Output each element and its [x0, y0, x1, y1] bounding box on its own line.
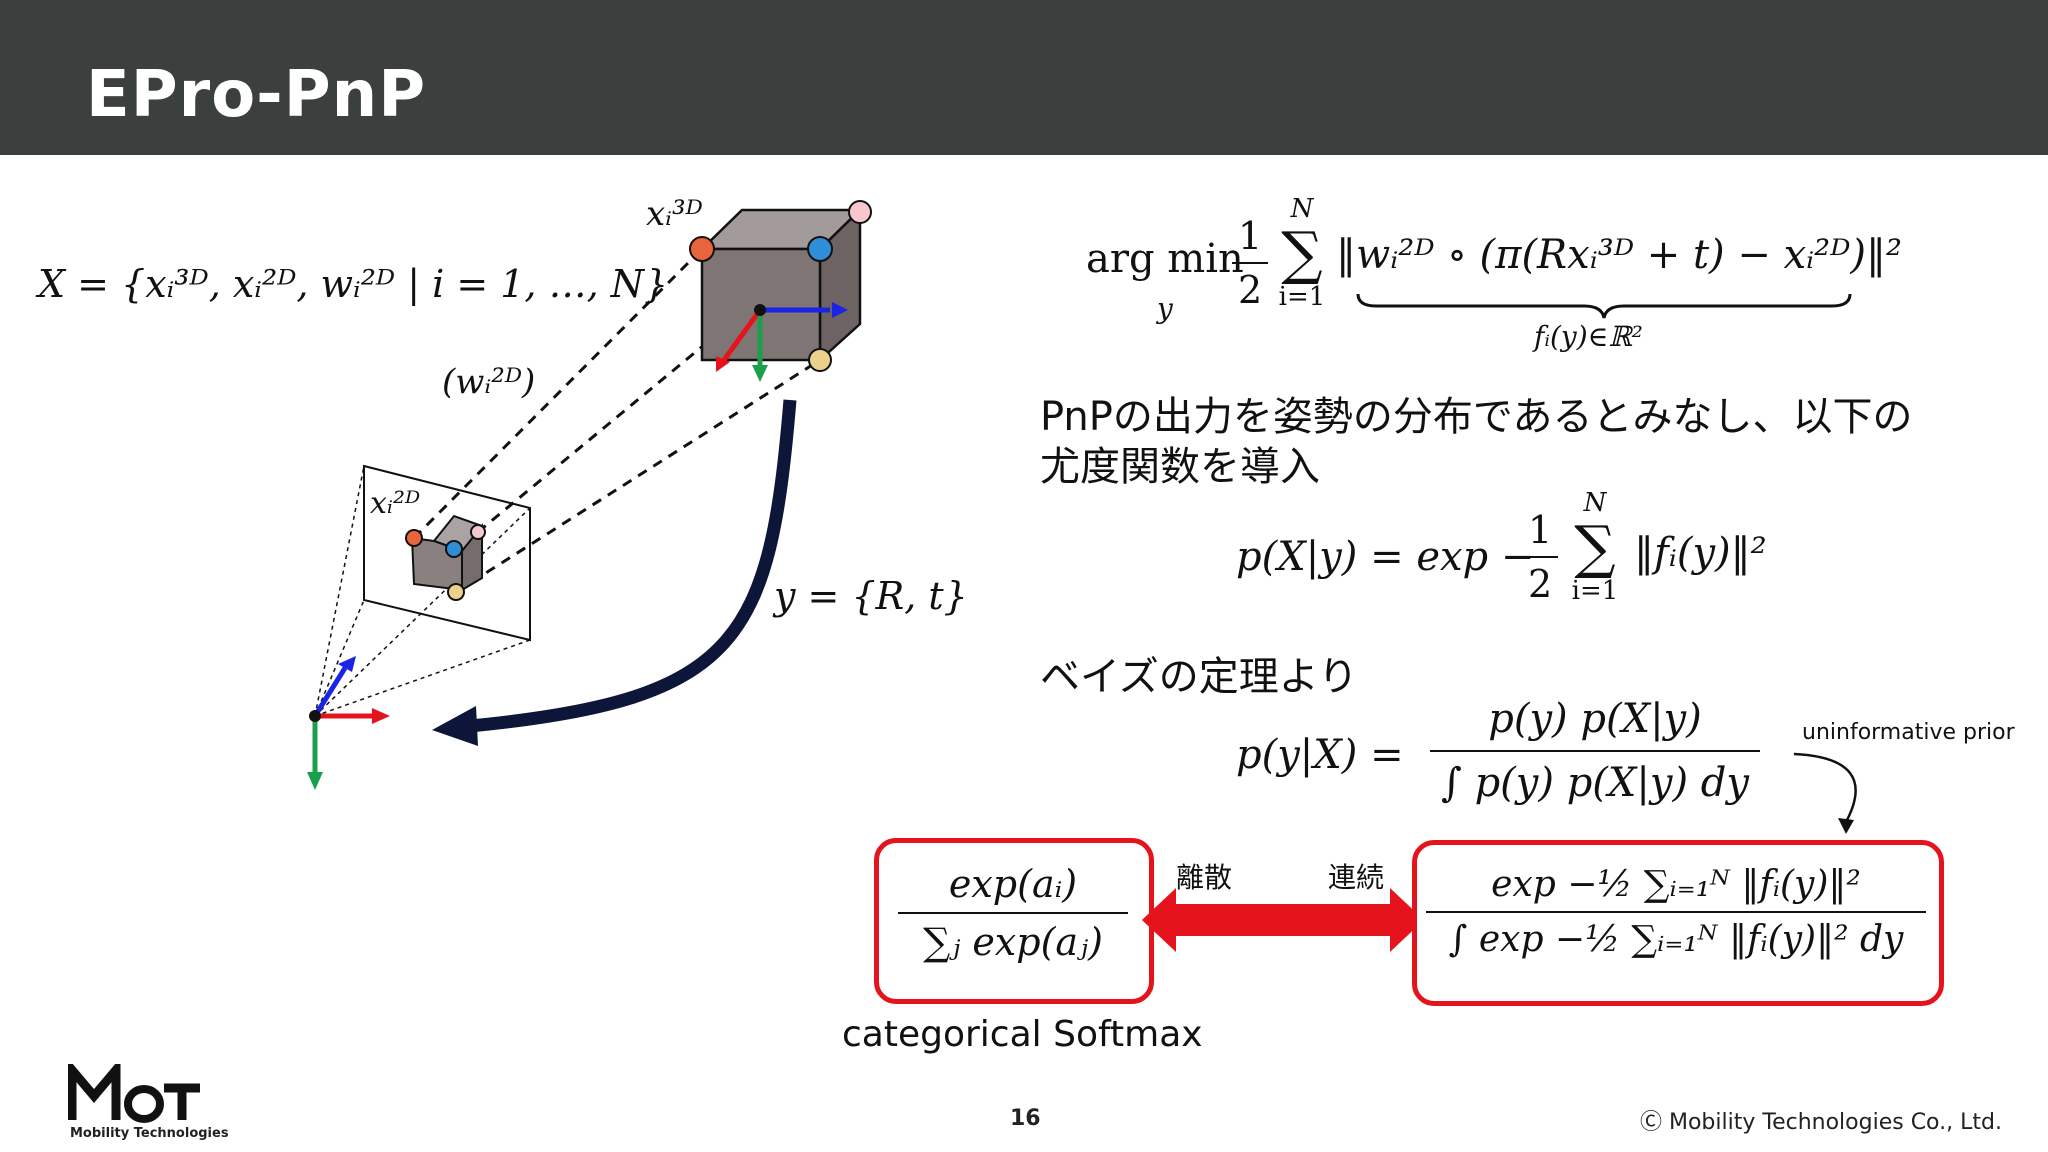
continuous-numerator: exp −½ ∑ᵢ₌₁ᴺ ‖fᵢ(y)‖² — [1426, 864, 1926, 913]
pnp-description-line1: PnPの出力を姿勢の分布であるとみなし、以下の — [1040, 394, 1913, 440]
bayes-intro: ベイズの定理より — [1040, 654, 1358, 700]
objective-norm: ‖wᵢ²ᴰ ∘ (π(Rxᵢ³ᴰ + t) − xᵢ²ᴰ)‖² — [1336, 232, 1903, 278]
pnp-description-line2: 尤度関数を導入 — [1040, 444, 1320, 490]
camera-axes — [307, 656, 390, 790]
softmax-denominator: ∑ⱼ exp(aⱼ) — [923, 920, 1103, 964]
continuous-box — [1412, 840, 1944, 1006]
sum-top: N — [1290, 194, 1314, 224]
softmax-box — [874, 838, 1154, 1004]
title-bar — [0, 0, 2048, 155]
w2d-label: (wᵢ²ᴰ) — [442, 362, 536, 402]
bayes-numerator: p(y) p(X|y) — [1430, 696, 1760, 752]
likelihood-rhs: ‖fᵢ(y)‖² — [1634, 530, 1767, 576]
objective-sum: N ∑ i=1 — [1270, 194, 1334, 312]
lik-sum-sign: ∑ — [1574, 513, 1616, 581]
uninformative-prior-label: uninformative prior — [1802, 720, 2015, 745]
softmax-caption: categorical Softmax — [842, 1014, 1203, 1055]
argmin-text: arg min — [1086, 236, 1244, 282]
lik-sum-top: N — [1583, 488, 1607, 518]
continuous-fraction: exp −½ ∑ᵢ₌₁ᴺ ‖fᵢ(y)‖² ∫ exp −½ ∑ᵢ₌₁ᴺ ‖fᵢ… — [1426, 864, 1926, 960]
slide-title: EPro-PnP — [86, 58, 427, 132]
continuous-label: 連続 — [1328, 861, 1385, 894]
sum-bottom: i=1 — [1278, 282, 1326, 312]
object-z-axis — [721, 308, 763, 362]
brace-label: fᵢ(y)∈ℝ² — [1534, 320, 1643, 353]
half-den: 2 — [1238, 268, 1263, 312]
bayes-lhs: p(y|X) = — [1236, 732, 1404, 778]
bayes-denominator: ∫ p(y) p(X|y) dy — [1441, 760, 1749, 806]
object-cube — [689, 200, 872, 382]
discrete-continuous-arrow — [1142, 888, 1424, 952]
argmin-operator: arg min y — [1086, 236, 1244, 328]
softmax-fraction: exp(aᵢ) ∑ⱼ exp(aⱼ) — [898, 862, 1128, 964]
likelihood-sum: N ∑ i=1 — [1560, 488, 1630, 606]
x3d-label: xᵢ³ᴰ — [646, 194, 703, 234]
discrete-label: 離散 — [1176, 861, 1233, 894]
lik-half-num: 1 — [1522, 508, 1559, 558]
projected-cube — [405, 514, 486, 601]
page-number: 16 — [1010, 1106, 1041, 1131]
pose-arrow — [469, 399, 797, 733]
sum-sign: ∑ — [1281, 219, 1323, 287]
camera-frustum — [314, 465, 531, 717]
pose-arrow-head — [432, 706, 478, 746]
continuous-denominator: ∫ exp −½ ∑ᵢ₌₁ᴺ ‖fᵢ(y)‖² dy — [1448, 919, 1904, 960]
lik-half-den: 2 — [1528, 562, 1553, 606]
logo-text: Mobility Technologies — [70, 1126, 229, 1141]
pose-label: y = {R, t} — [774, 574, 968, 618]
mot-logo — [68, 1064, 200, 1123]
lik-sum-bottom: i=1 — [1571, 576, 1619, 606]
set-definition: X = {xᵢ³ᴰ, xᵢ²ᴰ, wᵢ²ᴰ | i = 1, …, N} — [38, 262, 669, 306]
half-num: 1 — [1232, 214, 1269, 264]
likelihood-lhs: p(X|y) = exp − — [1236, 534, 1535, 580]
copyright: Ⓒ Mobility Technologies Co., Ltd. — [1640, 1110, 2002, 1135]
argmin-subscript: y — [1156, 292, 1173, 325]
x2d-label: xᵢ²ᴰ — [370, 486, 421, 521]
underbrace — [1356, 293, 1852, 319]
projection-diagram — [307, 200, 872, 790]
prior-pointer-arrow — [1793, 752, 1857, 834]
softmax-numerator: exp(aᵢ) — [898, 862, 1128, 914]
bayes-fraction: p(y) p(X|y) ∫ p(y) p(X|y) dy — [1430, 696, 1760, 806]
